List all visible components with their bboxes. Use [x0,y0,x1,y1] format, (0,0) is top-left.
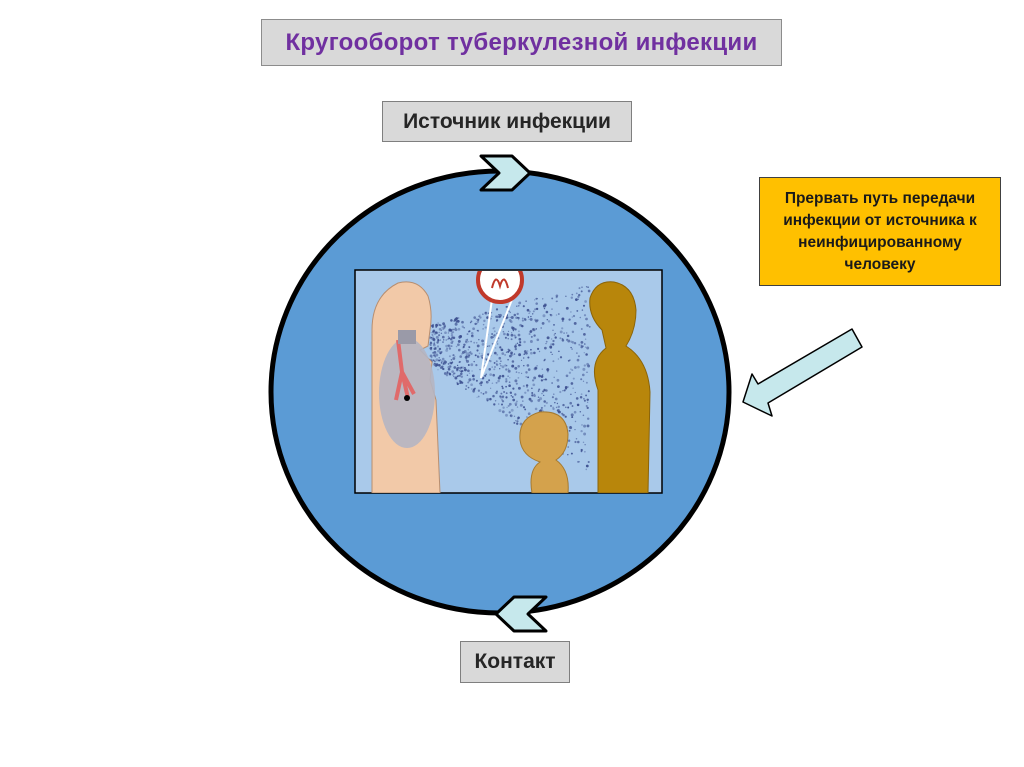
adult-figure [589,281,651,493]
cycle-arrow-right-icon [479,154,532,192]
magnifier-icon [476,271,524,379]
child-figure [519,411,569,493]
cycle-arrow-left-icon [494,595,548,633]
page-title: Кругооборот туберкулезной инфекции [261,19,782,66]
droplet-cloud [428,286,591,471]
contact-label: Контакт [460,641,570,683]
infection-source-label: Источник инфекции [382,101,632,142]
pointer-arrow-icon [742,328,863,417]
transmission-illustration [354,269,663,494]
interrupt-transmission-note: Прервать путь передачи инфекции от источ… [759,177,1001,286]
infected-person-figure [371,281,441,493]
